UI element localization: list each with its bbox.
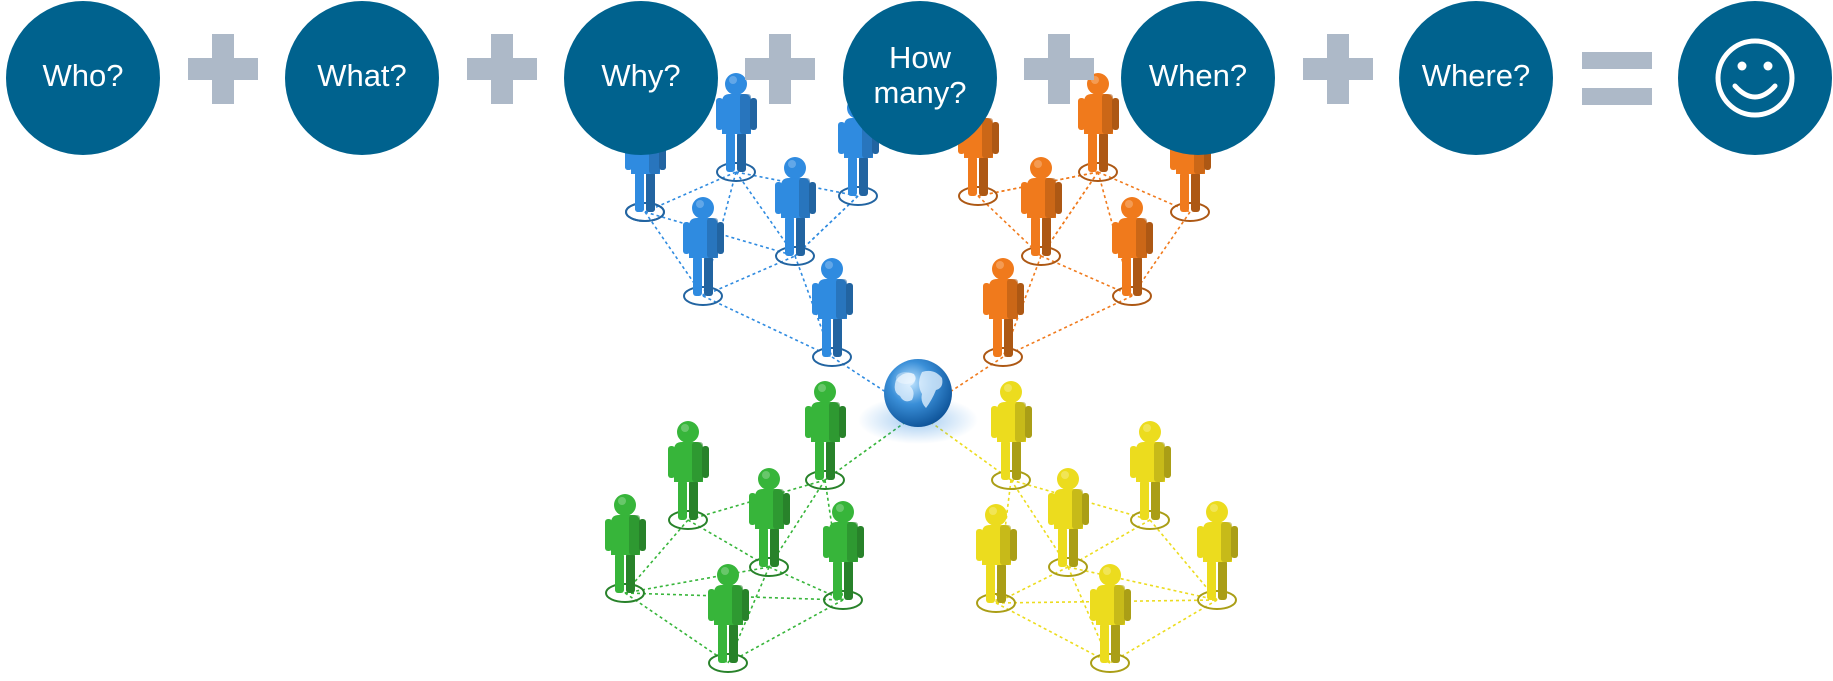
equals-sign [1582, 52, 1652, 105]
question-circle-who: Who? [6, 1, 160, 155]
smiley-face-icon [1715, 38, 1795, 118]
plus-sign [1024, 34, 1094, 104]
question-circle-what: What? [285, 1, 439, 155]
yellow-person-icon [991, 381, 1032, 490]
orange-link [1097, 171, 1191, 213]
question-equation: Who? What? Why? How many? [6, 1, 1832, 155]
blue-person-icon [812, 258, 853, 367]
green-person-icon [823, 501, 864, 610]
question-circle-where: Where? [1399, 1, 1553, 155]
green-hub-link [824, 412, 919, 481]
blue-link [702, 255, 796, 297]
yellow-hub-link [917, 412, 1012, 481]
question-circle-how-many: How many? [843, 1, 997, 155]
green-link [687, 519, 770, 568]
green-person-icon [668, 421, 709, 530]
orange-link [1040, 255, 1133, 297]
yellow-person-icon [976, 504, 1017, 613]
question-circle-when: When? [1121, 1, 1275, 155]
yellow-person-icon [1048, 468, 1089, 577]
people-network [605, 73, 1238, 673]
green-person-icon [749, 468, 790, 577]
green-link [624, 566, 770, 594]
orange-person-icon [1078, 73, 1119, 182]
green-link [624, 519, 689, 594]
question-circle-why: Why? [564, 1, 718, 155]
green-person-icon [605, 494, 646, 603]
yellow-person-icon [1130, 421, 1171, 530]
green-link [624, 592, 729, 664]
plus-sign [1303, 34, 1373, 104]
green-person-icon [805, 381, 846, 490]
question-label-how-many-line1: How [889, 40, 952, 75]
yellow-link [1109, 599, 1218, 664]
yellow-person-icon [1197, 501, 1238, 610]
yellow-person-icon [1090, 564, 1131, 673]
green-link [768, 566, 844, 601]
question-label-why: Why? [601, 58, 680, 93]
orange-person-icon [1112, 197, 1153, 306]
blue-person-icon [683, 197, 724, 306]
blue-link [644, 171, 737, 213]
question-label-how-many-line2: many? [873, 75, 966, 110]
question-label-where: Where? [1422, 58, 1531, 93]
globe-icon [858, 359, 978, 444]
question-label-what: What? [317, 58, 407, 93]
plus-sign [188, 34, 258, 104]
yellow-link [1067, 519, 1151, 568]
green-link [727, 599, 844, 664]
question-label-when: When? [1149, 58, 1247, 93]
blue-link [794, 195, 859, 257]
orange-person-icon [1021, 157, 1062, 266]
plus-sign [745, 34, 815, 104]
question-label-who: Who? [43, 58, 124, 93]
yellow-group-links [917, 412, 1218, 664]
orange-person-icon [983, 258, 1024, 367]
blue-person-icon [775, 157, 816, 266]
green-person-icon [708, 564, 749, 673]
blue-person-icon [716, 73, 757, 182]
yellow-link [995, 566, 1069, 604]
yellow-link [1067, 566, 1218, 601]
result-circle [1678, 1, 1832, 155]
orange-link [977, 195, 1042, 257]
yellow-link [1149, 519, 1218, 601]
plus-sign [467, 34, 537, 104]
